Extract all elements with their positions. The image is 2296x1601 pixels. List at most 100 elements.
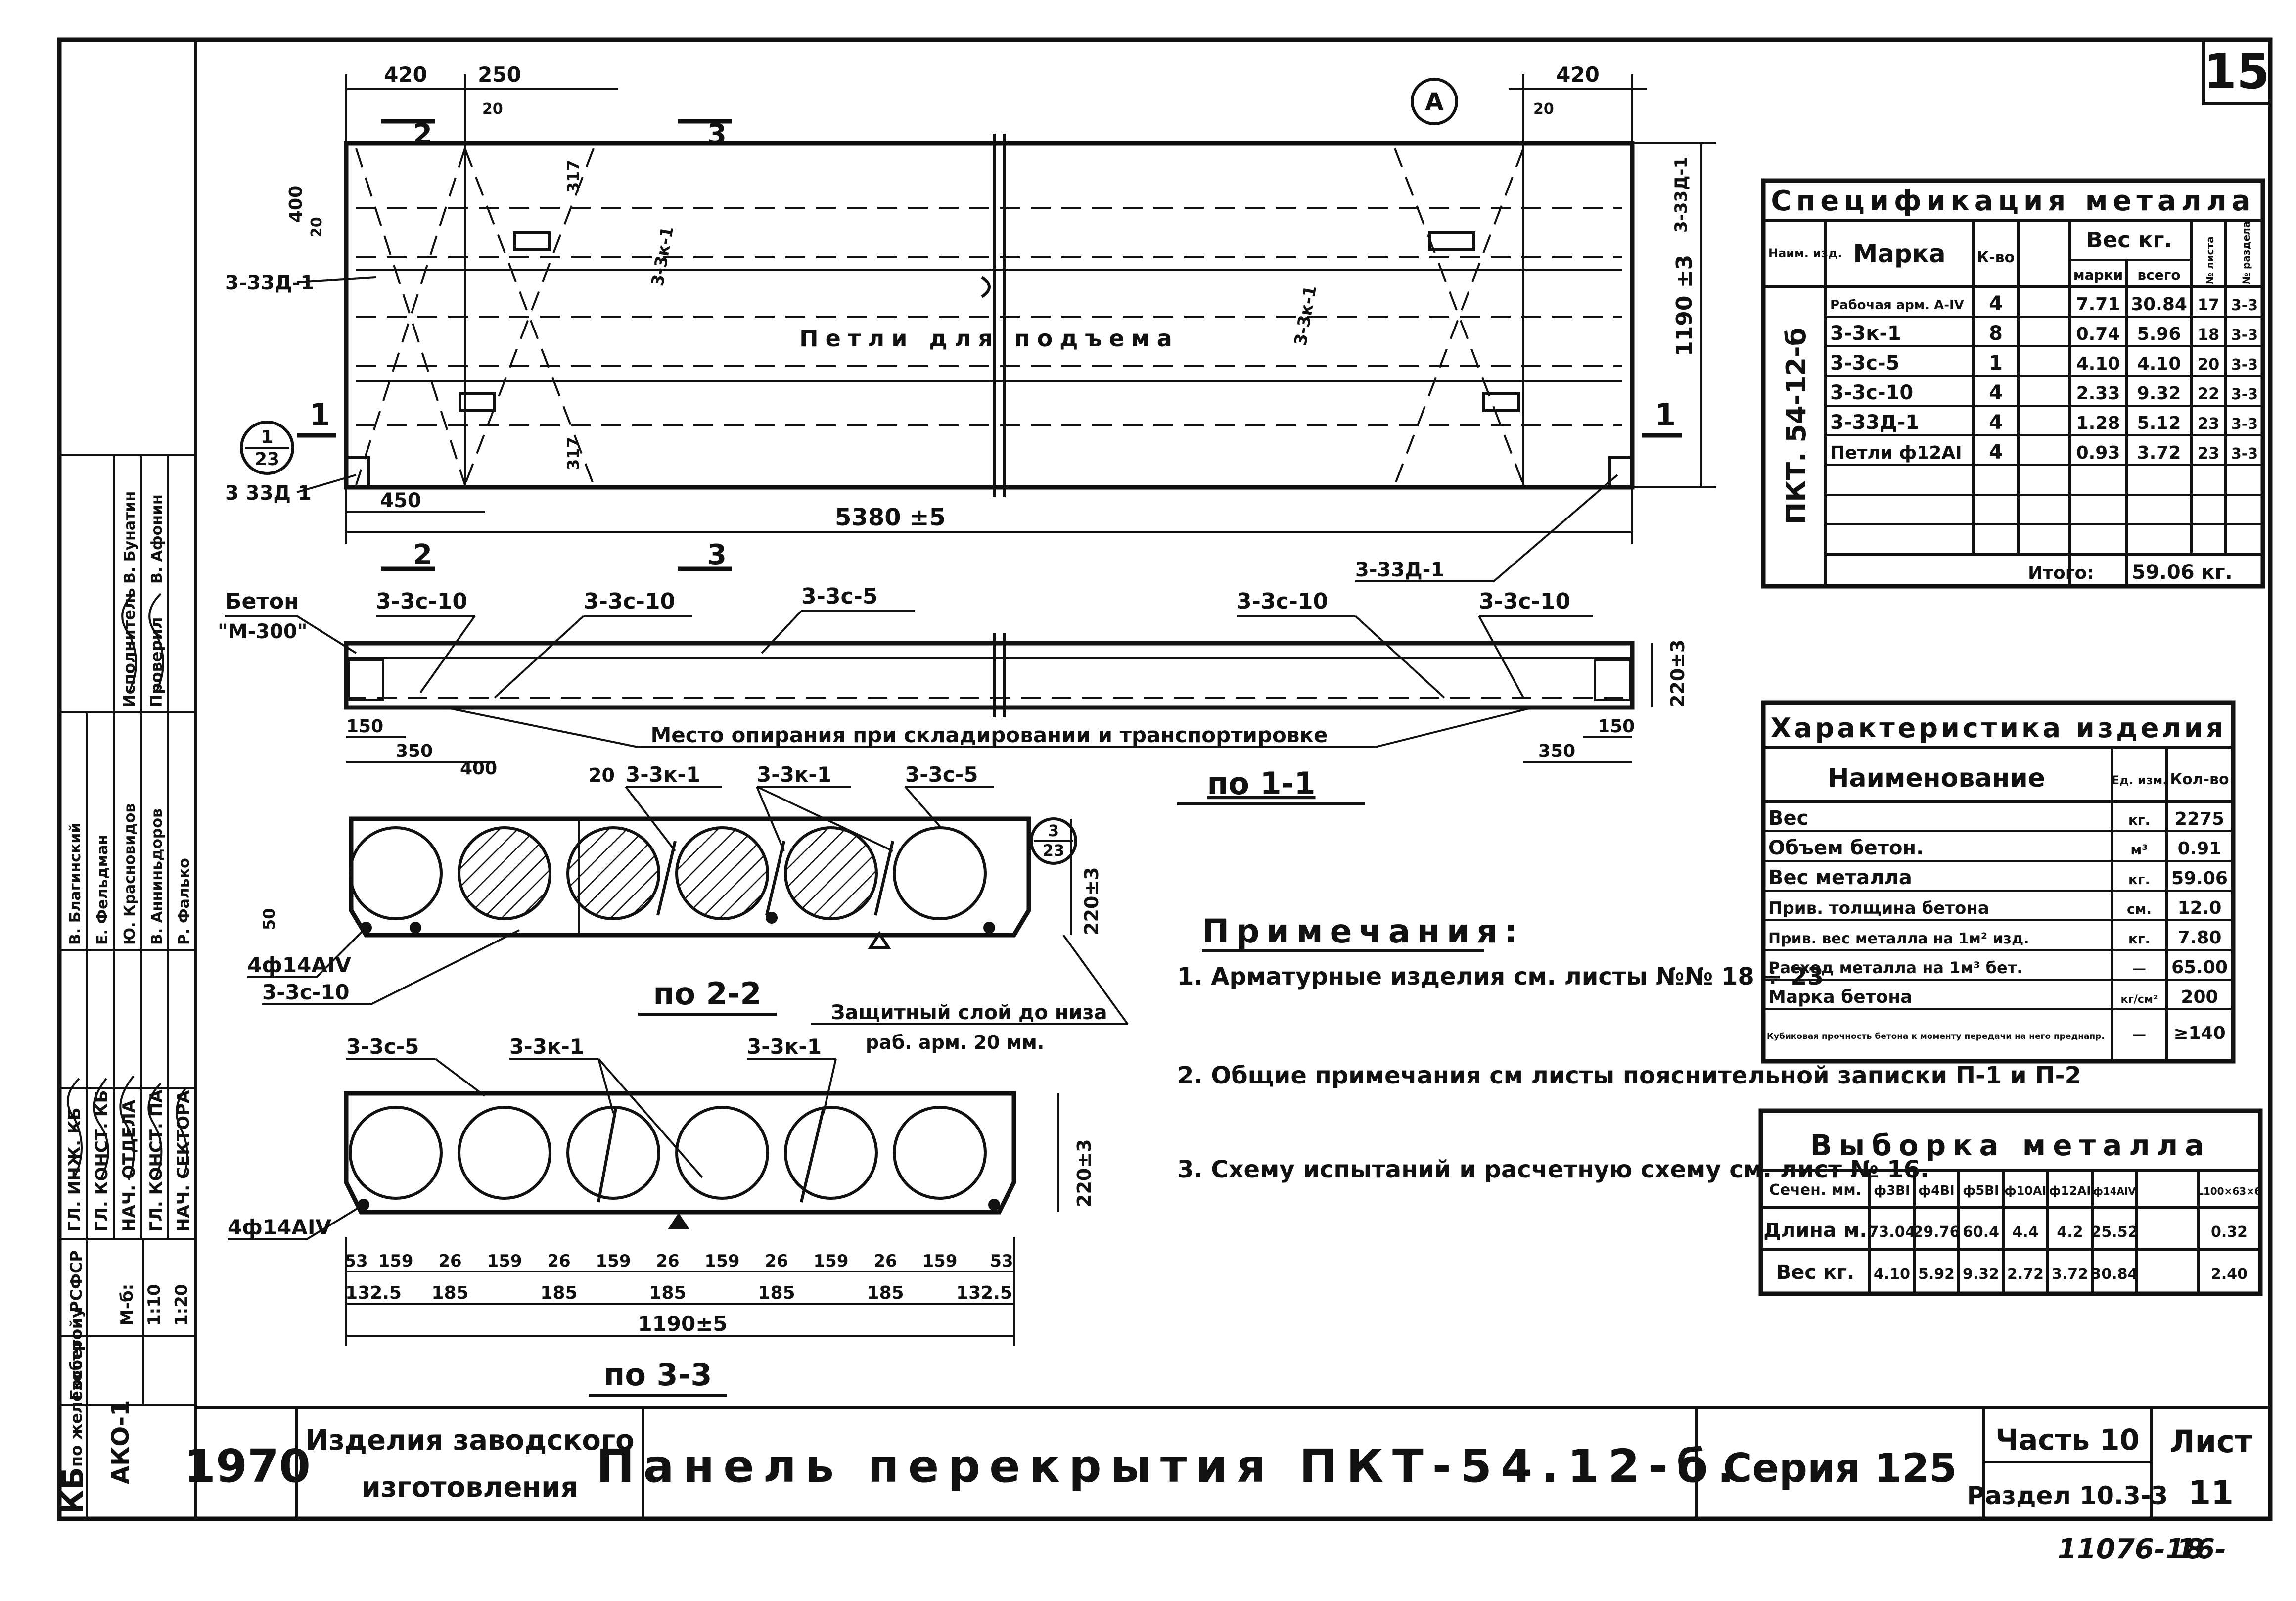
sel-h-2: ф4ВI: [1918, 1183, 1954, 1198]
s33-dim-r2: 185: [867, 1283, 904, 1303]
plan-mark-33d1-right-top: 3-33Д-1: [1671, 157, 1691, 233]
sig-role-1: ГЛ. ИНЖ. КБ: [65, 1107, 85, 1232]
spec-cell: 4: [1989, 381, 2003, 404]
note-1: 1. Арматурные изделия см. листы №№ 18 ÷ …: [1177, 963, 1824, 990]
s33-mark-3c5: 3-3с-5: [346, 1035, 419, 1059]
handwritten-code-right: 16-: [2176, 1533, 2226, 1565]
s11-dim-350-right: 350: [1538, 741, 1575, 761]
spec-h-marki: марки: [2073, 267, 2123, 283]
s11-mark-1: 3-3с-10: [376, 589, 467, 614]
spec-total-value: 59.06 кг.: [2132, 561, 2233, 584]
spec-title: Спецификация металла: [1771, 185, 2255, 217]
spec-cell: 4: [1989, 292, 2003, 315]
spec-h-list: № листа: [2204, 236, 2216, 284]
s22-mark-3k1-a: 3-3к-1: [626, 762, 700, 787]
spec-cell: 3-3с-10: [1830, 381, 1913, 404]
spec-h-vsego: всего: [2137, 267, 2180, 283]
section-2-2: 20 3-3к-1 3-3к-1 3-3с-5 4ф14АIV 3-3с-10 …: [247, 762, 1129, 1053]
sel-cell: Вес кг.: [1776, 1261, 1855, 1284]
s33-dim-r1: 26: [438, 1251, 461, 1271]
s22-dim-50: 50: [260, 908, 278, 930]
char-cell: 59.06: [2171, 868, 2228, 889]
spec-cell: 18: [2198, 325, 2220, 344]
section-1-1-title: по 1-1: [1207, 765, 1315, 801]
stamp-section: Раздел 10.3-3: [1967, 1481, 2168, 1510]
stamp-sheet-label: Лист: [2169, 1423, 2252, 1460]
spec-cell: 3-3с-5: [1830, 352, 1899, 375]
spec-cell: 5.96: [2137, 324, 2181, 344]
s11-dim-height: 220±3: [1667, 639, 1689, 707]
sel-cell: 25.52: [2091, 1224, 2138, 1241]
spec-cell: 9.32: [2137, 383, 2181, 404]
char-cell: —: [2132, 960, 2146, 977]
plan-section-2-bottom: 2: [413, 539, 432, 571]
sig-name-4: В. Анниньдоров: [148, 808, 166, 945]
spec-cell: Рабочая арм. А-IV: [1830, 298, 1964, 313]
spec-product: ПКТ. 54-12-б: [1781, 328, 1812, 524]
spec-cell: 2.33: [2076, 383, 2120, 404]
char-cell: 0.91: [2178, 839, 2222, 859]
sheet-number-box: [2202, 38, 2272, 105]
s33-mark-3k1-b: 3-3к-1: [747, 1035, 822, 1059]
sheet-number: 15: [2204, 44, 2270, 99]
selection-table: Выборка металла Сечен. мм. ф3ВI ф4ВI ф5В…: [1758, 1108, 2263, 1296]
sel-h-7: L100×63×6: [2197, 1185, 2261, 1197]
spec-cell: 4.10: [2137, 354, 2181, 374]
char-h-ed: Ед. изм.: [2112, 773, 2167, 787]
note-2: 2. Общие примечания см листы пояснительн…: [1177, 1062, 2081, 1089]
s33-dim-r2: 185: [431, 1283, 468, 1303]
concrete-label-2: "М-300": [218, 620, 308, 643]
callout-3-23: [1030, 817, 1077, 865]
s11-dim-150-right: 150: [1598, 716, 1635, 737]
plan-section-3-bottom: 3: [707, 539, 727, 571]
scale-2: 1:20: [172, 1284, 191, 1326]
signature-scribble-5: [176, 1087, 188, 1178]
org-line2: по железобетону: [67, 1308, 86, 1467]
s33-dim-r1: 26: [873, 1251, 897, 1271]
sel-cell: 4.2: [2057, 1224, 2083, 1241]
s22-mark-3k1-b: 3-3к-1: [757, 762, 831, 787]
signature-scribble-2: [93, 1078, 109, 1178]
char-cell: 2275: [2175, 809, 2224, 829]
spec-cell: Петли ф12АI: [1830, 443, 1962, 463]
plan-section-2-top: 2: [413, 118, 432, 150]
dim-top-left-3: 20: [482, 100, 503, 118]
spec-cell: 22: [2198, 384, 2220, 403]
s22-mark-3c5: 3-3с-5: [905, 762, 978, 787]
dim-left-1: 400: [286, 186, 306, 223]
spec-table: Спецификация металла Наим. изд. Марка К-…: [1761, 178, 2265, 589]
char-cell: кг.: [2128, 871, 2150, 888]
s33-mark-3k1-a: 3-3к-1: [509, 1035, 584, 1059]
s33-dim-r1: 159: [596, 1251, 631, 1271]
section-3-3-outline: [344, 1091, 1016, 1215]
plan-mark-33d1-bottom: 3-33Д-1: [1355, 559, 1444, 581]
callout-1-23-num: 1: [261, 427, 273, 447]
sel-cell: 2.72: [2007, 1266, 2044, 1283]
spec-cell: 3-3: [2231, 327, 2258, 344]
spec-cell: 30.84: [2131, 294, 2187, 315]
spec-cell: 3.72: [2137, 443, 2181, 463]
spec-rows: Рабочая арм. А-IV 4 7.71 30.84 17 3-3 3-…: [1830, 292, 2258, 464]
signature-scribble-6: [121, 593, 137, 693]
signature-strip: ГЛ. ИНЖ. КБ ГЛ. КОНСТ. КБ НАЧ. ОТДЕЛА ГЛ…: [56, 454, 195, 1519]
sel-h-3: ф5ВI: [1963, 1183, 1999, 1198]
char-cell: 200: [2181, 987, 2218, 1007]
s11-mark-3: 3-3с-5: [801, 584, 877, 609]
sel-cell: 4.4: [2012, 1224, 2038, 1241]
spec-cell: 3-3: [2231, 386, 2258, 403]
scale-label: М-б:: [117, 1284, 137, 1326]
sel-cell: 2.40: [2211, 1266, 2248, 1283]
s11-mark-4: 3-3с-10: [1237, 589, 1328, 614]
dim-top-left-1: 420: [384, 62, 427, 87]
plan-section-3-top: 3: [707, 118, 727, 150]
spec-cell: 3-33Д-1: [1830, 411, 1919, 434]
sel-h-1: ф3ВI: [1874, 1183, 1910, 1198]
dim-bottom-left: 450: [380, 489, 421, 512]
spec-cell: 3-3: [2231, 356, 2258, 374]
sig-name-2: Е. Фельдман: [94, 835, 111, 945]
sel-cell: 0.32: [2211, 1224, 2248, 1241]
callout-3-23-num: 3: [1048, 821, 1059, 840]
org-line1: КБ: [56, 1467, 91, 1514]
plan-section-1-right: 1: [1654, 397, 1676, 433]
title-block: 1970 Изделия заводского изготовления Пан…: [184, 1406, 2270, 1519]
